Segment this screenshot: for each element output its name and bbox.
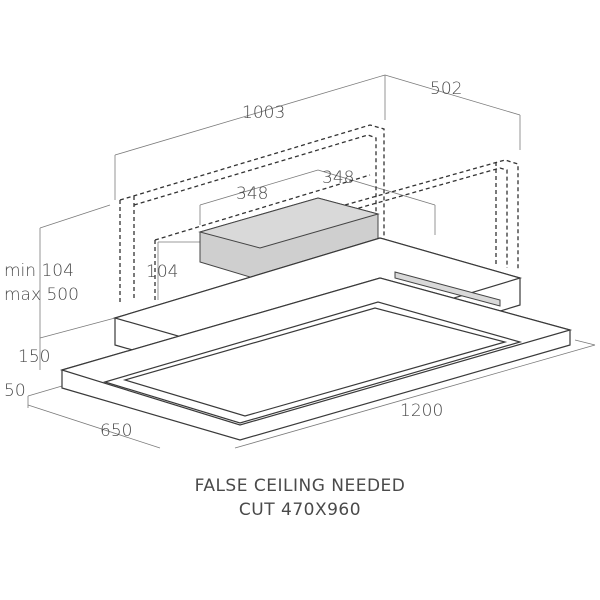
bottom-panel (59, 277, 573, 441)
dimension-lines (27, 74, 596, 449)
label-duct-b: 348 (322, 168, 354, 188)
label-motor-height: 104 (146, 262, 178, 282)
label-min-height: min 104 (4, 261, 74, 281)
label-panel-depth: 650 (100, 421, 132, 441)
note-cut-size: CUT 470X960 (238, 500, 362, 520)
label-panel-width: 1200 (400, 401, 443, 421)
label-width-top: 1003 (242, 103, 285, 123)
dimension-labels: 1003 502 348 348 104 min 104 max 500 150… (4, 79, 462, 441)
label-max-height: max 500 (4, 285, 79, 305)
dashed-duct-frame (119, 124, 519, 305)
label-duct-a: 348 (236, 184, 268, 204)
label-frame-height: 150 (18, 347, 50, 367)
label-depth-top: 502 (430, 79, 462, 99)
note-false-ceiling: FALSE CEILING NEEDED (194, 476, 406, 496)
label-panel-height: 50 (4, 381, 26, 401)
